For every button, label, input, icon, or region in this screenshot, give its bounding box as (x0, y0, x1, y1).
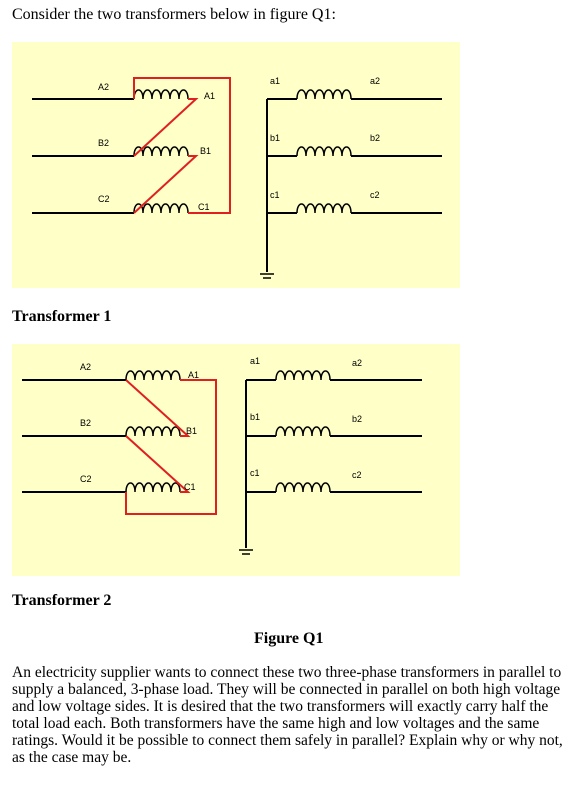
lv-coil-b (296, 146, 352, 157)
lv-label-a1: a1 (270, 76, 280, 86)
lv-label-b2: b2 (352, 414, 362, 424)
transformer1-diagram: A2 B2 C2 A1 B1 C1 a1 b1 c1 a2 b2 c2 (12, 42, 460, 288)
transformer1-svg: A2 B2 C2 A1 B1 C1 a1 b1 c1 a2 b2 c2 (32, 76, 442, 279)
question-paragraph: An electricity supplier wants to connect… (12, 664, 563, 766)
hv-label-c1: C1 (184, 482, 196, 492)
hv-label-b1: B1 (200, 146, 211, 156)
transformer1-caption: Transformer 1 (12, 308, 112, 325)
lv-label-c1: c1 (270, 190, 280, 200)
hv-label-b2: B2 (80, 418, 91, 428)
hv-label-c2: C2 (98, 194, 110, 204)
transformer2-svg: A2 B2 C2 A1 B1 C1 a1 b1 c1 a2 b2 c2 (22, 356, 422, 555)
hv-coil-b (125, 426, 181, 437)
hv-coil-b (133, 146, 189, 157)
lv-label-b1: b1 (250, 412, 260, 422)
figure-caption: Figure Q1 (254, 630, 324, 647)
lv-label-a2: a2 (352, 358, 362, 368)
lv-label-c2: c2 (352, 470, 362, 480)
lv-label-c2: c2 (370, 190, 380, 200)
hv-label-a1: A1 (204, 91, 215, 101)
lv-label-a1: a1 (250, 356, 260, 366)
lv-label-c1: c1 (250, 468, 260, 478)
lv-coil-c (296, 203, 352, 214)
hv-label-a1: A1 (188, 370, 199, 380)
delta-wire (125, 379, 217, 515)
lv-coil-c (275, 482, 331, 493)
hv-label-b2: B2 (98, 138, 109, 148)
hv-coil-a (125, 370, 181, 381)
lv-coil-a (275, 370, 331, 381)
lv-coil-b (275, 426, 331, 437)
hv-label-c2: C2 (80, 474, 92, 484)
lv-label-a2: a2 (370, 76, 380, 86)
lv-label-b1: b1 (270, 133, 280, 143)
hv-coil-c (133, 203, 189, 214)
hv-coil-a (133, 89, 189, 100)
lv-coil-a (296, 89, 352, 100)
delta-wire (133, 77, 231, 214)
transformer2-caption: Transformer 2 (12, 592, 112, 609)
hv-label-a2: A2 (98, 82, 109, 92)
transformer2-diagram: A2 B2 C2 A1 B1 C1 a1 b1 c1 a2 b2 c2 (12, 344, 460, 576)
hv-label-a2: A2 (80, 362, 91, 372)
hv-label-c1: C1 (198, 202, 210, 212)
hv-label-b1: B1 (186, 426, 197, 436)
lv-label-b2: b2 (370, 133, 380, 143)
intro-text: Consider the two transformers below in f… (12, 6, 336, 23)
hv-coil-c (125, 482, 181, 493)
